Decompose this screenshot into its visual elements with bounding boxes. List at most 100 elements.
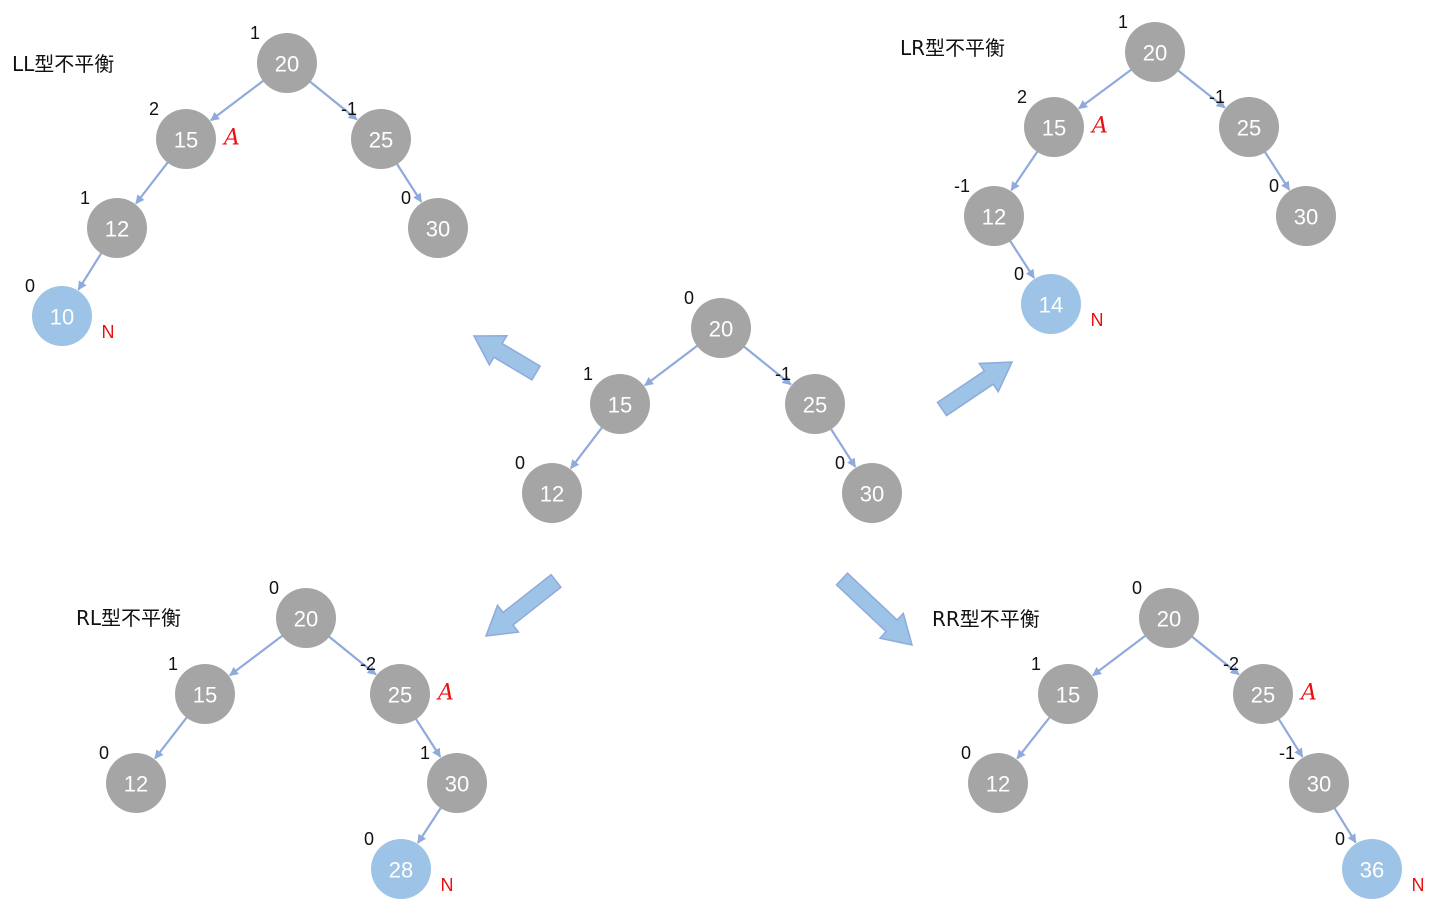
edge-c15-c12 xyxy=(569,425,604,470)
edge-r25-r30 xyxy=(1263,150,1291,191)
node-value: 25 xyxy=(803,393,827,418)
mark-imbalance-node: A xyxy=(1090,114,1108,139)
node-circle xyxy=(1233,664,1293,724)
node-circle xyxy=(1276,186,1336,246)
tree-edges xyxy=(77,67,1357,844)
node-value: 25 xyxy=(369,128,393,153)
node-circle xyxy=(257,33,317,93)
edge-l20-l25 xyxy=(308,79,358,121)
edge-b15-b12 xyxy=(154,715,189,760)
tree-node-l15: 15 xyxy=(156,109,216,169)
balance-factor: 0 xyxy=(515,453,525,473)
mark-inserted-node: N xyxy=(441,875,454,895)
node-circle xyxy=(87,198,147,258)
balance-factor: 1 xyxy=(1031,654,1041,674)
transition-arrow-1 xyxy=(472,335,542,381)
balance-factor: 0 xyxy=(99,743,109,763)
edge-l20-l15 xyxy=(210,78,266,122)
tree-node-b28: 28 xyxy=(371,839,431,899)
tree-node-r12: 12 xyxy=(964,186,1024,246)
node-circle xyxy=(590,374,650,434)
transition-arrow-3 xyxy=(484,573,562,637)
balance-factor: 1 xyxy=(168,654,178,674)
edge-s20-s15 xyxy=(1092,633,1148,677)
node-value: 12 xyxy=(540,482,564,507)
mark-inserted-node: N xyxy=(1412,875,1425,895)
tree-node-c15: 15 xyxy=(590,374,650,434)
balance-factor: -1 xyxy=(341,99,357,119)
mark-inserted-node: N xyxy=(1091,310,1104,330)
balance-factor: 0 xyxy=(1132,578,1142,598)
edge-s20-s25 xyxy=(1190,634,1240,676)
node-circle xyxy=(106,753,166,813)
diagram-title-rr: RR型不平衡 xyxy=(932,607,1040,631)
tree-node-r25: 25 xyxy=(1219,97,1279,157)
node-circle xyxy=(427,753,487,813)
tree-node-c30: 30 xyxy=(842,463,902,523)
node-value: 30 xyxy=(426,217,450,242)
balance-factor: 0 xyxy=(364,829,374,849)
tree-node-b12: 12 xyxy=(106,753,166,813)
inserted-node-circle xyxy=(1342,839,1402,899)
edge-s30-s36 xyxy=(1332,806,1357,844)
node-value: 30 xyxy=(860,482,884,507)
balance-factor: 0 xyxy=(401,188,411,208)
diagram-title-ll: LL型不平衡 xyxy=(12,52,114,76)
node-circle xyxy=(156,109,216,169)
node-circle xyxy=(1219,97,1279,157)
balance-factor: -1 xyxy=(775,364,791,384)
balance-factor: 0 xyxy=(1335,829,1345,849)
edge-s25-s30 xyxy=(1276,717,1304,758)
balance-factor: -2 xyxy=(1223,654,1239,674)
tree-node-s12: 12 xyxy=(968,753,1028,813)
node-value: 20 xyxy=(1143,41,1167,66)
node-value: 15 xyxy=(1056,683,1080,708)
edge-l12-l10 xyxy=(77,251,104,291)
tree-node-r15: 15 xyxy=(1024,97,1084,157)
balance-factor: 2 xyxy=(149,99,159,119)
node-circle xyxy=(968,753,1028,813)
node-value: 12 xyxy=(124,772,148,797)
node-value: 20 xyxy=(1157,607,1181,632)
tree-node-l20: 20 xyxy=(257,33,317,93)
tree-node-l30: 30 xyxy=(408,198,468,258)
node-value: 25 xyxy=(1251,683,1275,708)
node-circle xyxy=(1125,22,1185,82)
tree-node-s15: 15 xyxy=(1038,664,1098,724)
node-circle xyxy=(276,588,336,648)
node-value: 12 xyxy=(105,217,129,242)
balance-factor: -2 xyxy=(360,654,376,674)
node-circle xyxy=(842,463,902,523)
edge-b20-b25 xyxy=(327,634,377,676)
edge-c20-c25 xyxy=(742,344,792,386)
tree-node-r30: 30 xyxy=(1276,186,1336,246)
node-value: 30 xyxy=(1294,205,1318,230)
balance-factor: 2 xyxy=(1017,87,1027,107)
edge-l15-l12 xyxy=(135,160,170,205)
tree-node-s25: 25 xyxy=(1233,664,1293,724)
node-circle xyxy=(785,374,845,434)
tree-node-b25: 25 xyxy=(370,664,430,724)
tree-node-s30: 30 xyxy=(1289,753,1349,813)
mark-imbalance-node: A xyxy=(1299,681,1317,706)
edge-r12-r14 xyxy=(1008,238,1036,279)
balance-factor: -1 xyxy=(1209,87,1225,107)
balance-factor: 0 xyxy=(961,743,971,763)
mark-imbalance-node: A xyxy=(222,126,240,151)
node-value: 15 xyxy=(608,393,632,418)
node-value: 20 xyxy=(294,607,318,632)
inserted-node-circle xyxy=(371,839,431,899)
node-circle xyxy=(691,298,751,358)
node-circle xyxy=(175,664,235,724)
transition-arrow-4 xyxy=(835,572,914,646)
balance-factor: 1 xyxy=(250,23,260,43)
node-value: 10 xyxy=(50,305,74,330)
balance-factor: 0 xyxy=(1269,176,1279,196)
balance-factor: -1 xyxy=(954,176,970,196)
edge-b25-b30 xyxy=(414,717,442,758)
node-circle xyxy=(408,198,468,258)
node-circle xyxy=(964,186,1024,246)
